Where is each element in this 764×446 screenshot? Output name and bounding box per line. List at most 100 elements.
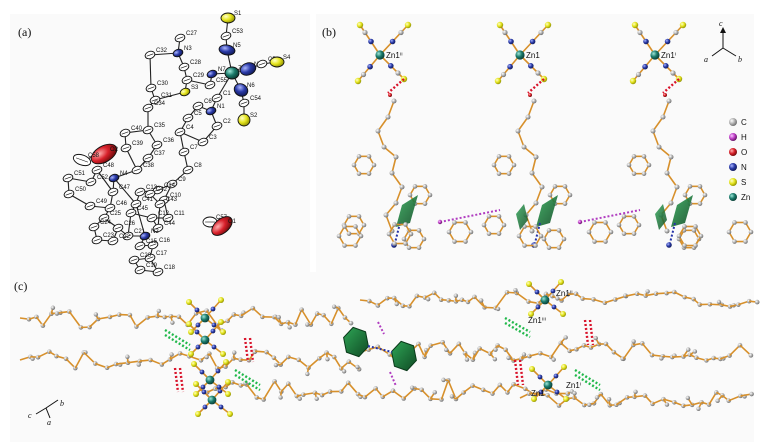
c-atom [336,233,342,239]
c-atom [563,335,568,340]
network-bond [68,311,82,328]
s-atom [193,381,199,387]
c-atom [626,162,632,168]
c-atom [631,214,637,219]
c-atom [452,220,457,225]
c-atom [392,241,397,246]
legend-swatch [729,193,737,201]
ortep-atom-label: C46 [116,201,128,207]
ortep-atom-label: C25 [110,211,122,217]
ortep-atom [233,83,249,97]
c-atom [525,114,531,120]
ortep-atom-label: C45 [137,206,149,212]
c-atom [416,228,422,233]
c-atom [539,184,545,190]
ortep-axis [127,211,135,215]
legend-swatch [729,133,737,141]
ortep-axis [64,176,72,180]
c-atom [403,222,408,227]
c-atom [366,154,372,159]
c-atom [691,228,697,233]
c-atom [478,298,484,303]
c-atom [385,114,391,120]
c-atom [381,144,387,150]
ortep-bond [96,169,114,193]
zn-atom [650,50,660,60]
network-bond [622,344,634,360]
c-atom [664,290,669,296]
c-atom [107,314,113,320]
hbond-green [574,368,601,387]
ortep-axis [93,238,101,242]
ortep-atom [172,48,184,58]
network-bond [347,382,359,395]
c-atom [353,243,358,248]
c-atom [631,231,637,236]
ortep-atom-label: C9 [178,177,186,183]
pi-plane [655,204,667,230]
n-atom [200,384,206,390]
ortep-atom-label: C44 [164,221,176,227]
c-atom [621,214,627,219]
zn-atom [375,50,385,60]
c-atom [527,353,532,359]
network-bond [417,343,426,358]
ortep-atom [269,56,285,68]
ortep-atom-label: C21 [134,229,146,235]
c-atom [526,391,532,396]
c-atom [664,170,670,176]
c-atom [594,395,600,400]
zn-label: Zn1ⁱ [661,51,676,60]
c-atom [50,305,56,310]
c-atom [631,342,636,348]
c-atom [552,184,558,189]
n-atom [550,288,556,294]
s-atom [494,77,502,85]
s-atom [225,379,231,385]
n-atom [217,388,223,394]
ortep-axis [183,78,191,82]
n-atom [202,404,208,410]
ortep-atom-label: C14 [164,183,176,189]
hbond-green [504,321,531,339]
ortep-bond [135,203,146,237]
n-atom [529,38,536,45]
network-bond [294,309,303,325]
c-atom [136,362,141,367]
s-atom [193,391,199,397]
c-atom [732,220,737,225]
axis-c-label-c: c [28,411,32,420]
c-atom [685,395,691,401]
pi-plane [536,195,558,227]
c-atom [399,184,405,190]
n-atom [210,328,216,334]
c-atom [621,231,627,236]
c-atom [412,184,418,189]
c-atom [666,98,672,104]
c-atom [486,231,492,236]
c-atom [670,70,676,76]
c-atom [668,154,674,160]
panel-c-axes: c b a [28,399,64,427]
hbond-red [588,319,595,346]
ortep-axis [130,258,138,262]
c-atom [506,171,512,176]
legend-swatch [729,118,737,126]
ortep-atom-label: C32 [156,48,168,54]
c-atom [726,229,732,235]
c-atom [749,391,754,397]
c-atom [682,192,688,198]
n-atom [643,38,649,45]
n-atom [388,63,394,69]
ortep-atom-label: C51 [74,171,86,177]
ortep-atom [90,143,118,165]
c-atom [692,349,698,354]
ortep-axis [176,36,184,40]
c-atom [441,377,446,383]
n-atom [664,38,671,45]
network-bond [208,353,218,369]
network-bond [330,307,340,325]
n-atom [201,389,207,395]
ortep-atom-label: C17 [156,251,168,257]
ortep-atom-label: C40 [131,126,143,132]
